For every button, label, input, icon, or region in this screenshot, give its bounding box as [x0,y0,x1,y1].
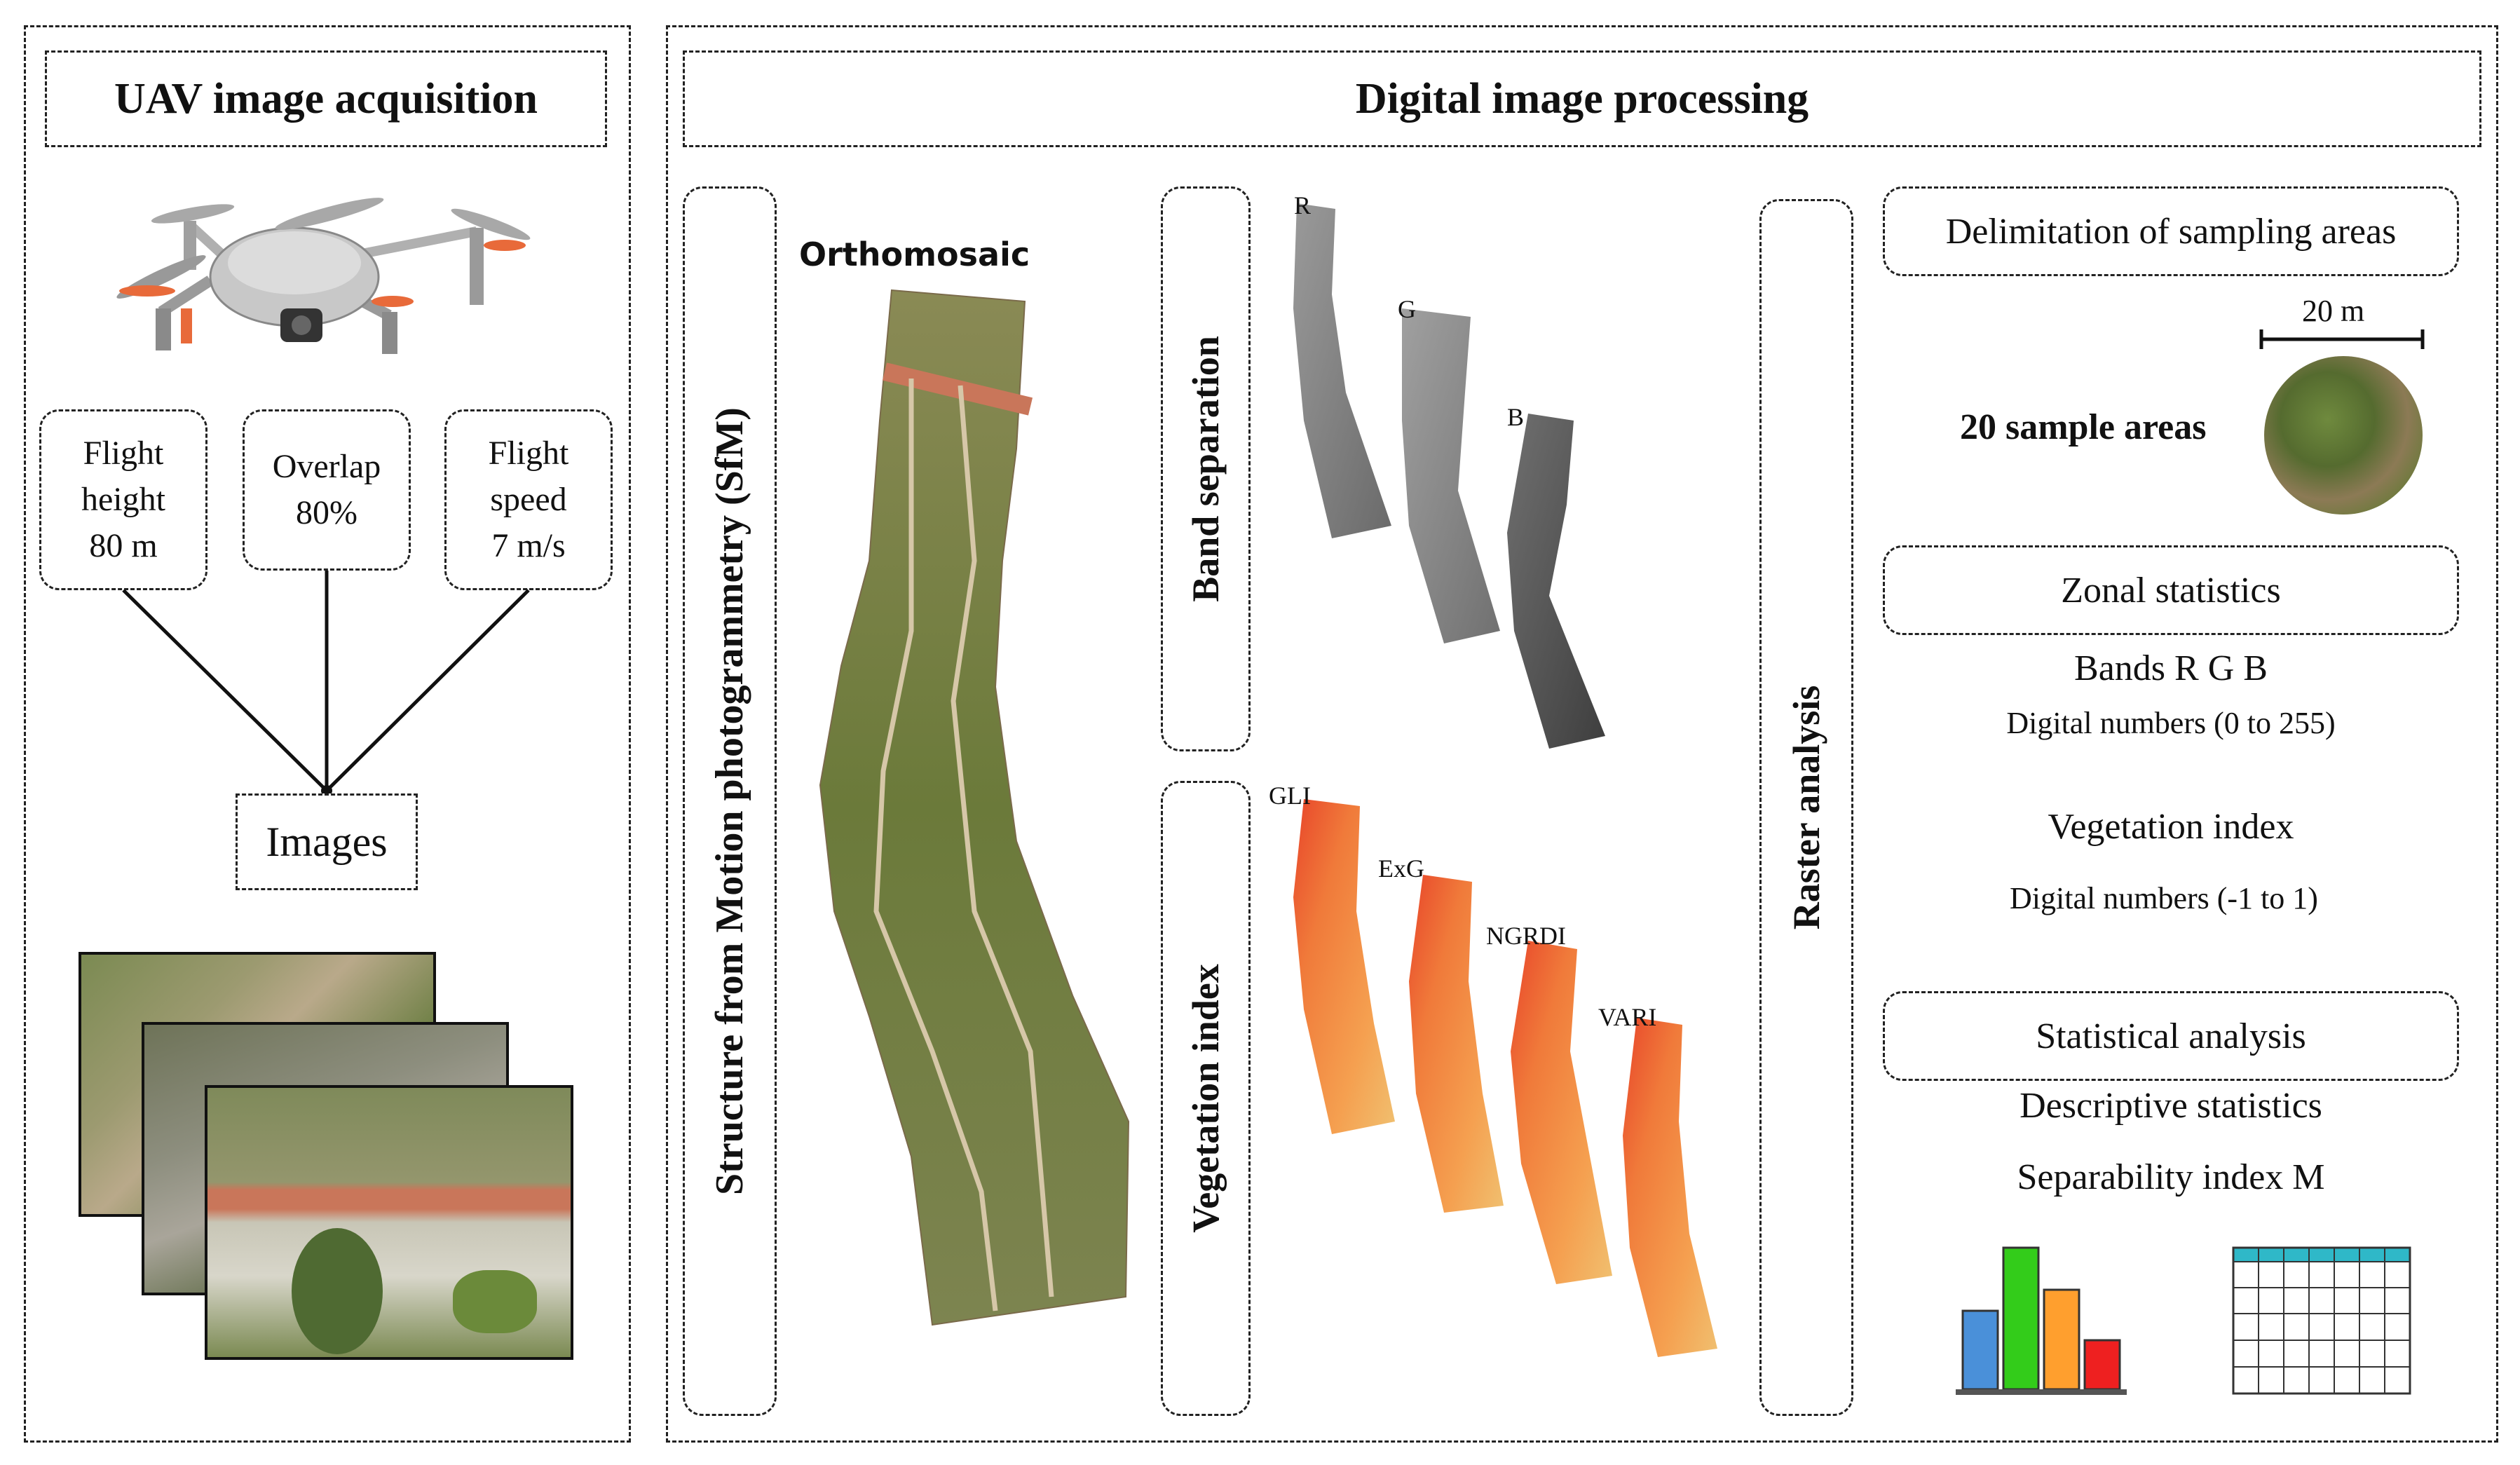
band-label-r: R [1294,191,1312,219]
veg-index-label: Vegetation index [2048,807,2294,847]
flight-speed-line2: speed [490,481,567,518]
processing-title: Digital image processing [1355,74,1809,123]
raster-analysis-label: Raster analysis [1785,685,1827,930]
orthomosaic-label: Orthomosaic [799,236,1030,273]
delimitation-label: Delimitation of sampling areas [1945,211,2397,252]
flight-speed-line1: Flight [488,435,569,472]
bands-rgb-label: Bands R G B [2074,648,2268,688]
flight-height-value: 80 m [89,527,158,564]
uav-title-box: UAV image acquisition [45,50,607,147]
band-label-b: B [1507,403,1525,431]
index-label-ngrdi: NGRDI [1486,922,1566,950]
flight-speed-value: 7 m/s [491,527,566,564]
overlap-value: 80% [296,494,357,531]
band-separation-box: Band separation [1161,186,1251,751]
band-separation-label: Band separation [1185,336,1227,602]
scale-label: 20 m [2302,294,2365,328]
aerial-photo-front [205,1085,573,1360]
vegetation-index-label: Vegetation index [1185,964,1227,1233]
processing-title-box: Digital image processing [683,50,2481,147]
vegetation-index-box: Vegetation index [1161,781,1251,1416]
bands-range-label: Digital numbers (0 to 255) [2006,706,2336,740]
overlap-box: Overlap 80% [243,409,411,571]
index-label-vari: VARI [1598,1003,1657,1031]
band-label-g: G [1398,295,1416,323]
images-label: Images [266,818,388,865]
zonal-statistics-label: Zonal statistics [2061,570,2281,611]
index-label-exg: ExG [1378,854,1424,883]
veg-range-label: Digital numbers (-1 to 1) [2010,881,2318,915]
statistical-analysis-label: Statistical analysis [2036,1016,2306,1056]
delimitation-box: Delimitation of sampling areas [1883,186,2459,276]
flight-height-box: Flight height 80 m [39,409,207,590]
sfm-box: Structure from Motion photogrammetry (Sf… [683,186,777,1416]
sfm-label: Structure from Motion photogrammetry (Sf… [708,407,751,1195]
zonal-statistics-box: Zonal statistics [1883,545,2459,635]
index-label-gli: GLI [1269,782,1311,810]
raster-analysis-box: Raster analysis [1759,199,1853,1416]
overlap-line1: Overlap [272,448,381,485]
images-box: Images [236,793,418,890]
sample-areas-label: 20 sample areas [1960,407,2207,447]
flight-height-line1: Flight [83,435,164,472]
statistical-analysis-box: Statistical analysis [1883,991,2459,1081]
descriptive-statistics-label: Descriptive statistics [2020,1086,2322,1126]
uav-title: UAV image acquisition [114,74,538,123]
separability-label: Separability index M [2017,1157,2325,1197]
sample-area-circle [2264,356,2423,515]
flight-speed-box: Flight speed 7 m/s [444,409,613,590]
flight-height-line2: height [81,481,165,518]
